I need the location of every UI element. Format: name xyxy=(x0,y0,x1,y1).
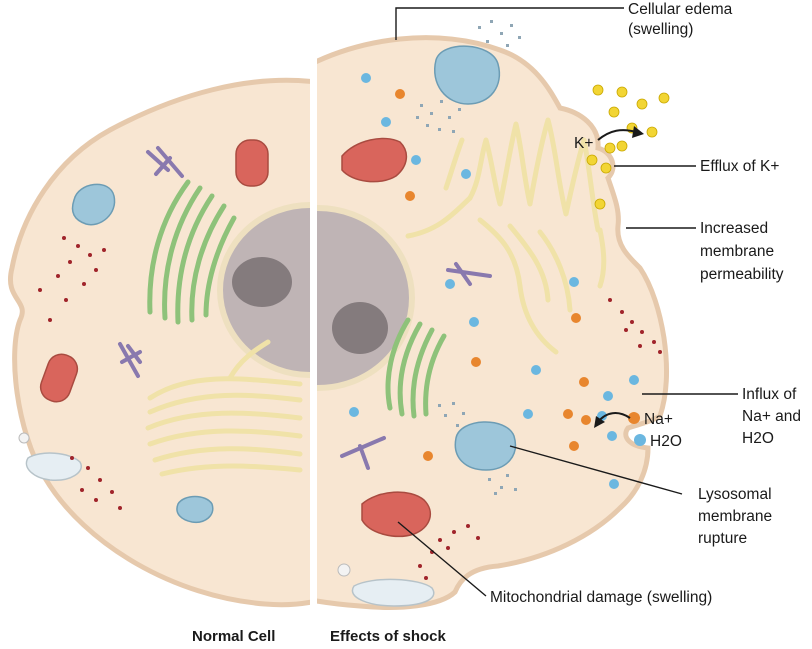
edema-vesicle xyxy=(434,45,501,105)
label-water: H2O xyxy=(650,433,682,450)
shock-nucleolus xyxy=(332,302,388,354)
shock-centrioles xyxy=(340,262,492,470)
influx-arrowhead xyxy=(594,416,605,428)
intracellular-sodium xyxy=(395,89,591,461)
extracellular-potassium xyxy=(592,84,670,152)
leader-lines xyxy=(395,7,738,597)
normal-vacuole xyxy=(25,452,82,481)
normal-vesicle-1 xyxy=(71,183,116,226)
normal-er xyxy=(145,339,303,477)
normal-golgi xyxy=(147,179,237,325)
lysosome-ruptured xyxy=(454,421,517,471)
label-mitochondrial: Mitochondrial damage (swelling) xyxy=(490,589,712,606)
label-influx-3: H2O xyxy=(742,430,774,447)
label-cellular-edema-1: Cellular edema xyxy=(628,1,733,18)
label-na-ion: Na+ xyxy=(644,411,673,428)
normal-cell xyxy=(8,77,310,608)
label-lysosomal-2: membrane xyxy=(698,508,772,525)
label-cellular-edema-2: (swelling) xyxy=(628,21,693,38)
efflux-arrowhead xyxy=(632,126,644,138)
normal-centrioles xyxy=(118,146,184,378)
normal-nucleolus xyxy=(232,257,292,307)
caption-effects-of-shock: Effects of shock xyxy=(330,628,447,645)
efflux-arrow xyxy=(597,129,637,141)
label-lysosomal-1: Lysosomal xyxy=(698,486,772,503)
intracellular-water xyxy=(349,73,639,489)
label-efflux: Efflux of K+ xyxy=(700,158,779,175)
shock-ribosomes xyxy=(418,298,662,580)
sodium-marker xyxy=(628,412,640,424)
shock-golgi xyxy=(385,317,447,419)
shock-er xyxy=(405,117,607,355)
label-influx-1: Influx of xyxy=(742,386,797,403)
label-permeability-3: permeability xyxy=(700,266,784,283)
label-influx-2: Na+ and xyxy=(742,408,801,425)
caption-normal-cell: Normal Cell xyxy=(192,628,275,645)
label-k-ion: K+ xyxy=(574,135,593,152)
label-permeability-2: membrane xyxy=(700,243,774,260)
intracellular-potassium xyxy=(586,142,616,210)
shock-small-vesicle xyxy=(337,563,351,577)
water-marker xyxy=(634,434,646,446)
normal-ribosomes xyxy=(38,236,122,510)
rupture-particles xyxy=(416,20,521,495)
label-lysosomal-3: rupture xyxy=(698,530,747,547)
label-permeability-1: Increased xyxy=(700,220,768,237)
shock-mitochondria xyxy=(341,137,432,538)
normal-mitochondria xyxy=(39,139,269,403)
normal-vesicle-2 xyxy=(176,495,214,524)
shock-vacuole xyxy=(351,578,435,607)
normal-small-vesicle xyxy=(18,432,30,444)
